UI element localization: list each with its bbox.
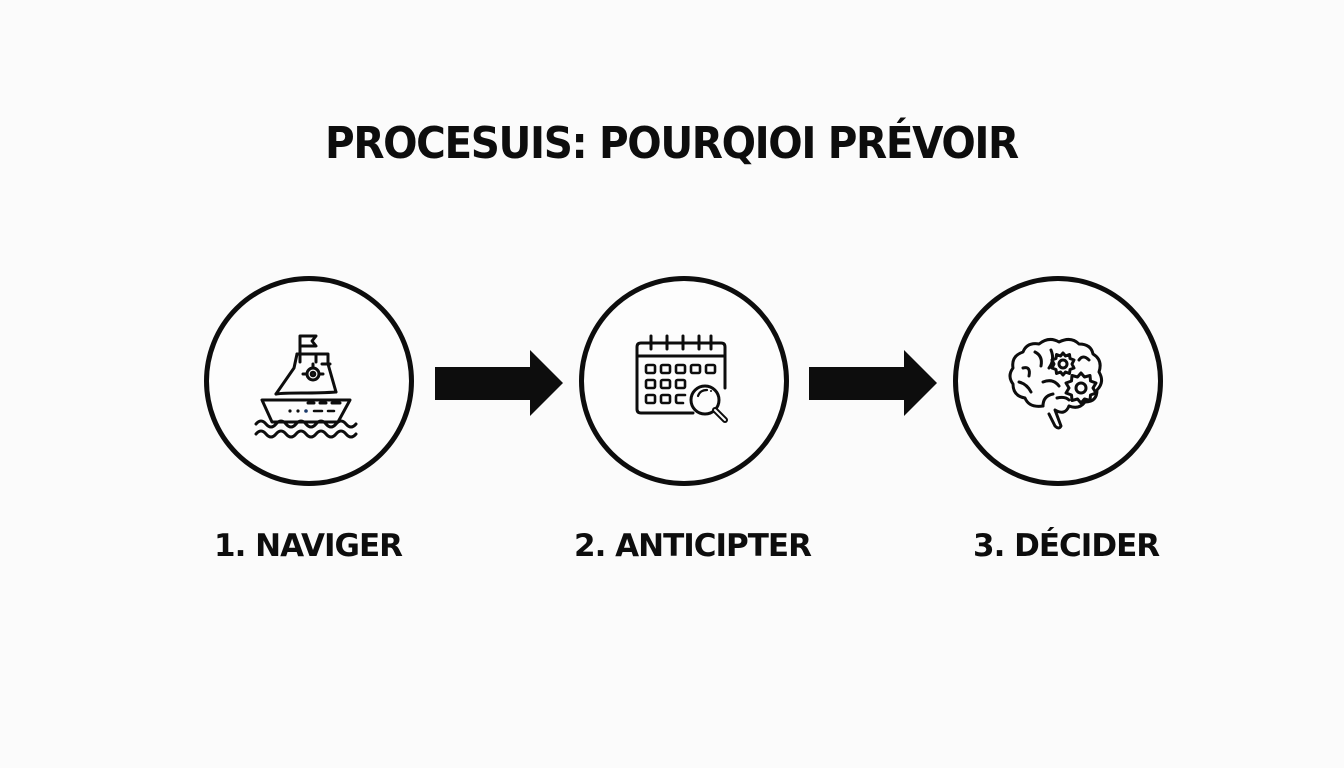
step-circle	[953, 276, 1163, 486]
ship-icon	[254, 334, 358, 439]
brain-gears-icon	[1008, 337, 1104, 430]
step-2-label: 2. ANTICIPTER	[574, 528, 812, 564]
calendar-search-icon	[635, 334, 728, 423]
step-circle	[204, 276, 414, 486]
step-1-naviger	[204, 276, 416, 488]
step-2-anticipter	[579, 276, 791, 488]
diagram-title: PROCESUIS: POURQIOI PRÉVOIR	[325, 118, 1019, 169]
step-3-decider	[953, 276, 1165, 488]
arrow-right-icon	[435, 350, 563, 416]
step-3-label: 3. DÉCIDER	[973, 528, 1160, 564]
step-1-label: 1. NAVIGER	[214, 528, 403, 564]
arrow-right-icon	[809, 350, 937, 416]
